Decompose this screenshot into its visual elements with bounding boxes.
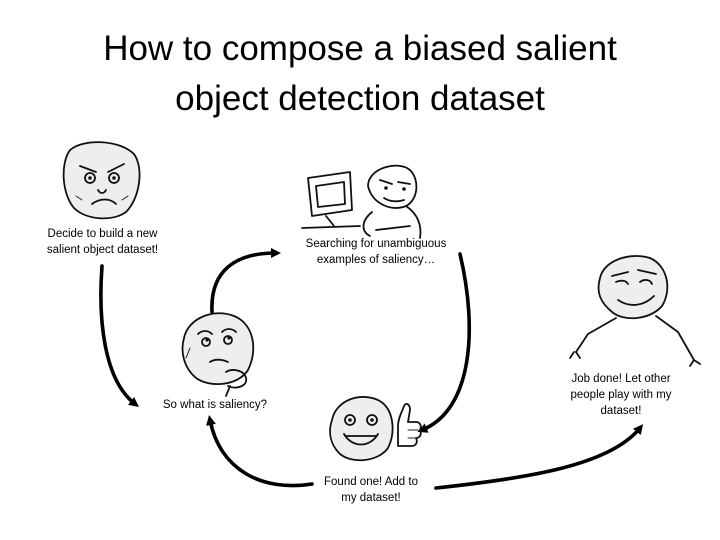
thumbs-up-face-icon: [329, 396, 422, 462]
caption-done-line-2: people play with my: [570, 389, 672, 401]
title-line-1: How to compose a biased salient: [103, 29, 617, 68]
thinking-face-icon: [181, 312, 255, 397]
caption-done: Job done! Let other people play with my …: [550, 371, 692, 419]
caption-decide-line-1: Decide to build a new: [47, 228, 158, 240]
arrow-search-to-found: [417, 252, 472, 433]
determined-face-icon: [62, 141, 141, 220]
title-line-2: object detection dataset: [175, 79, 545, 118]
caption-search-line-1: Searching for unambiguous: [305, 238, 447, 250]
page-title: How to compose a biased salient object d…: [60, 24, 660, 124]
caption-search: Searching for unambiguous examples of sa…: [283, 236, 469, 268]
caption-done-line-3: dataset!: [600, 405, 642, 417]
caption-found-line-2: my dataset!: [341, 492, 401, 504]
caption-saliency-line-1: So what is saliency?: [162, 399, 268, 411]
caption-found-line-1: Found one! Add to: [324, 476, 418, 488]
computer-guy-icon: [301, 164, 422, 239]
caption-search-line-2: examples of saliency…: [316, 254, 436, 266]
caption-done-line-1: Job done! Let other: [571, 373, 671, 385]
arrow-saliency-to-search: [210, 248, 281, 314]
caption-decide: Decide to build a new salient object dat…: [30, 226, 175, 258]
smug-face-icon: [569, 255, 701, 367]
caption-saliency: So what is saliency?: [140, 397, 290, 413]
caption-decide-line-2: salient object dataset!: [46, 244, 159, 256]
arrow-found-to-saliency: [206, 415, 314, 488]
arrow-found-to-done: [434, 424, 644, 490]
caption-found: Found one! Add to my dataset!: [306, 474, 436, 506]
arrow-decide-to-saliency: [99, 264, 139, 408]
